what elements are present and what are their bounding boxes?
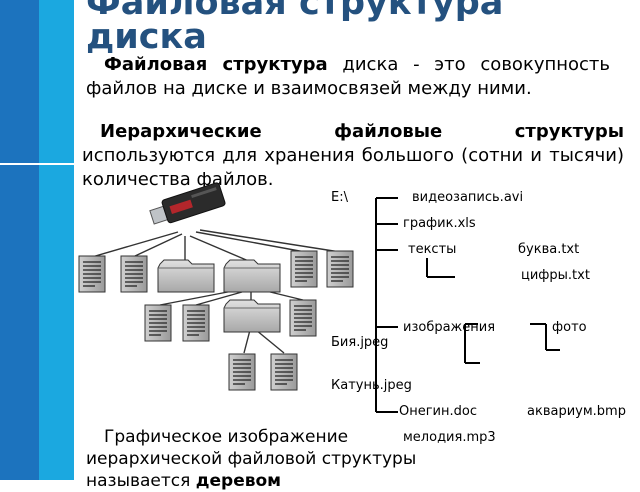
hierarchy-term: Иерархические файловые структуры <box>100 121 624 142</box>
tree-root-label: E:\ <box>331 190 348 205</box>
tree-file-video: видеозапись.avi <box>412 190 524 205</box>
definition-text: диска - это совокупность файлов на диске… <box>86 54 611 99</box>
tree-folder-photo: фото <box>552 320 587 335</box>
tree-file-letter: буква.txt <box>518 242 580 257</box>
decor-bar-blue <box>0 0 39 480</box>
tree-file-melody: мелодия.mp3 <box>403 430 496 445</box>
tree-file-biya: Бия.jpeg <box>331 335 389 350</box>
tree-caption-text: Графическое изображение иерархической фа… <box>86 427 417 491</box>
tree-file-graph: график.xls <box>403 216 476 231</box>
decor-bar-cyan <box>39 0 74 480</box>
tree-file-katun: Катунь.jpeg <box>331 378 412 393</box>
tree-file-aquarium: аквариум.bmp <box>527 404 626 419</box>
definition-term: Файловая структура <box>104 54 328 75</box>
tree-folder-texts: тексты <box>408 242 457 257</box>
page-title: Файловая структура диска <box>86 0 504 57</box>
tree-file-digits: цифры.txt <box>521 268 590 283</box>
tree-folder-images: изображения <box>403 320 496 335</box>
hierarchy-paragraph: Иерархические файловые структуры использ… <box>82 120 624 192</box>
tree-caption-term: деревом <box>195 471 282 491</box>
tree-file-onegin: Онегин.doc <box>399 404 477 419</box>
hierarchy-text: используются для хранения большого (сотн… <box>82 145 624 190</box>
decor-bar-divider <box>0 163 74 165</box>
definition-paragraph: Файловая структура диска - это совокупно… <box>86 53 610 101</box>
tree-caption-paragraph: Графическое изображение иерархической фа… <box>86 426 446 492</box>
